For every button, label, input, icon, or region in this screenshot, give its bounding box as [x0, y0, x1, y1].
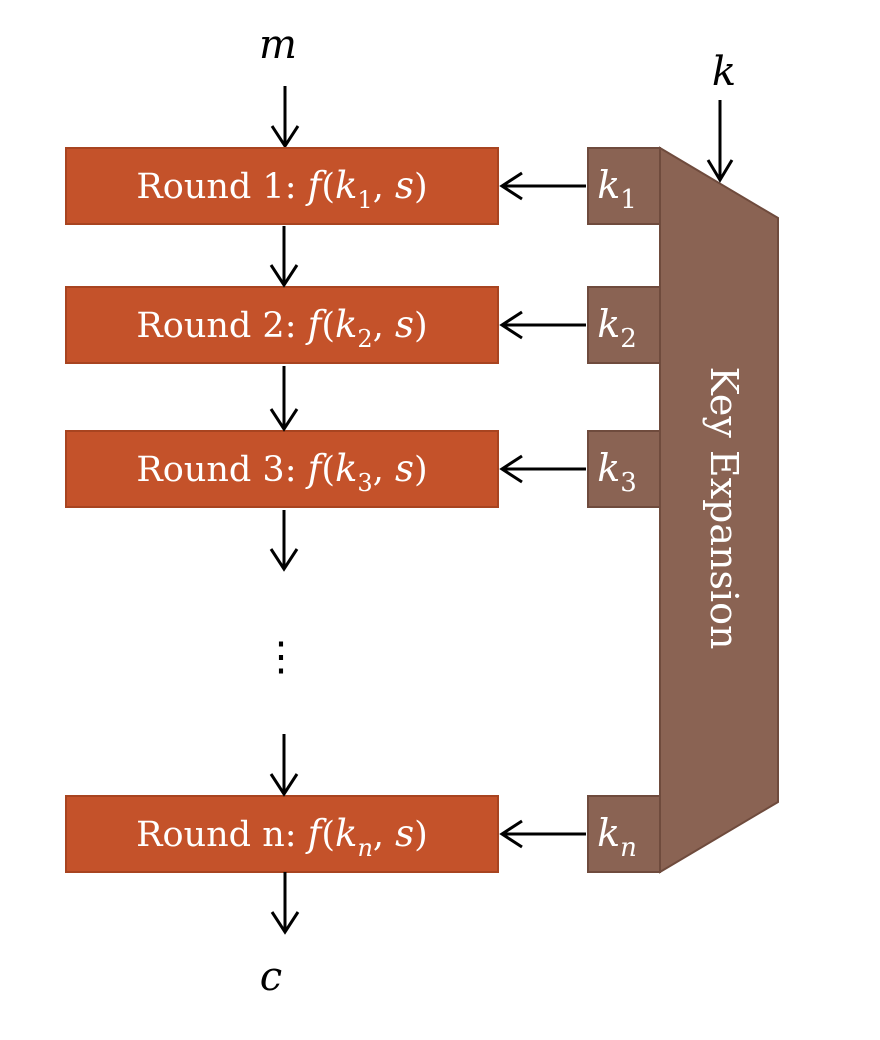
round-block-4 [65, 795, 499, 873]
flow-arrow-4 [269, 734, 299, 797]
flow-arrow-1 [269, 226, 299, 288]
ciphertext-output-label: c [260, 954, 282, 1000]
round-key-arrow-2 [499, 310, 586, 340]
key-expansion-block [659, 146, 779, 874]
round-key-arrow-3 [499, 454, 586, 484]
message-input-label: m [259, 22, 297, 68]
round-block-1 [65, 147, 499, 225]
round-label-3: Round 3: f(k3, s) [136, 447, 427, 497]
rounds-ellipsis: ⋮ [261, 634, 301, 680]
round-key-label-3: k3 [597, 446, 637, 498]
key-input-arrow [706, 100, 734, 183]
round-label-2: Round 2: f(k2, s) [136, 303, 427, 353]
round-block-2 [65, 286, 499, 364]
round-label-1: Round 1: f(k1, s) [136, 164, 427, 214]
round-key-label-4: kn [597, 811, 637, 863]
cipher-output-arrow [270, 872, 300, 935]
flow-arrow-3 [269, 510, 299, 572]
key-expansion-label: Key Expansion [702, 366, 746, 649]
round-key-tab-1 [587, 147, 661, 225]
round-key-tab-3 [587, 430, 661, 508]
round-key-tab-2 [587, 286, 661, 364]
flow-arrow-2 [269, 366, 299, 432]
round-key-tab-4 [587, 795, 661, 873]
round-key-arrow-4 [499, 819, 586, 849]
round-label-4: Round n: f(kn, s) [136, 812, 428, 862]
round-key-label-1: k1 [597, 163, 637, 215]
round-block-3 [65, 430, 499, 508]
round-key-label-2: k2 [597, 302, 637, 354]
key-input-label: k [712, 49, 736, 95]
round-key-arrow-1 [499, 171, 586, 201]
message-input-arrow [270, 86, 300, 149]
